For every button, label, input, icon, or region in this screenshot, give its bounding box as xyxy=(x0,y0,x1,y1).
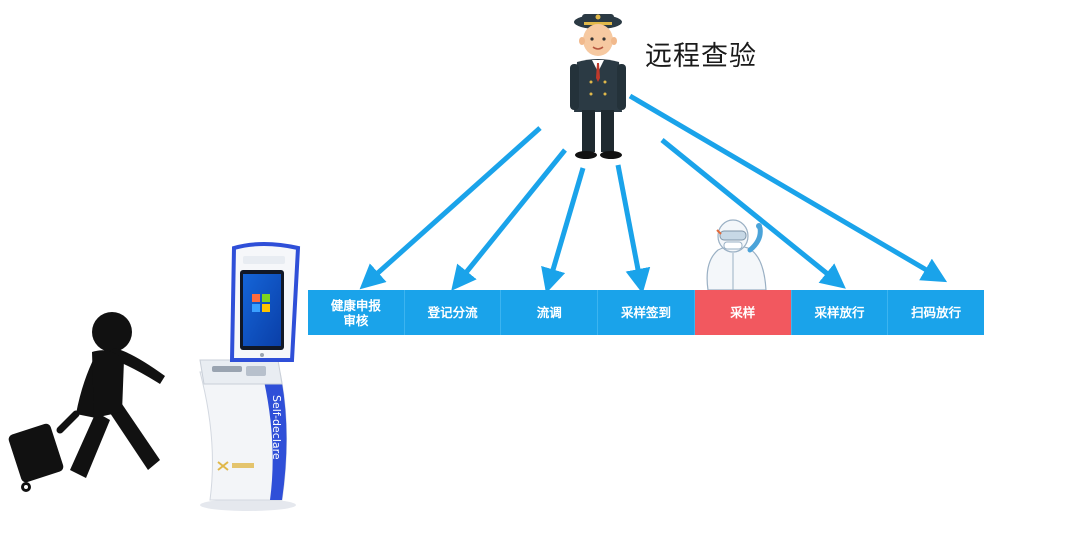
officer-icon xyxy=(570,14,626,159)
arrow-to-step-3 xyxy=(541,167,586,294)
traveler-icon xyxy=(8,312,165,492)
health-worker-icon xyxy=(706,219,767,291)
step-4: 采样签到 xyxy=(598,290,695,335)
arrows xyxy=(359,93,948,294)
step-1: 健康申报 审核 xyxy=(308,290,405,335)
arrow-to-step-6 xyxy=(660,138,846,289)
kiosk-icon: Self-declare xyxy=(199,242,301,511)
step-7: 扫码放行 xyxy=(888,290,985,335)
arrow-to-step-1 xyxy=(359,126,542,290)
step-2: 登记分流 xyxy=(404,290,502,335)
arrow-to-step-7 xyxy=(628,93,948,283)
step-3: 流调 xyxy=(501,290,599,335)
step-6: 采样放行 xyxy=(791,290,889,335)
arrow-to-step-4 xyxy=(615,164,651,294)
arrow-to-step-2 xyxy=(451,148,567,291)
diagram-title: 远程查验 xyxy=(645,41,757,72)
process-steps-bar: 健康申报 审核 登记分流 流调 采样签到 采样 采样放行 扫码放行 xyxy=(308,290,985,335)
kiosk-side-text: Self-declare xyxy=(270,395,283,460)
step-5: 采样 xyxy=(694,290,792,335)
